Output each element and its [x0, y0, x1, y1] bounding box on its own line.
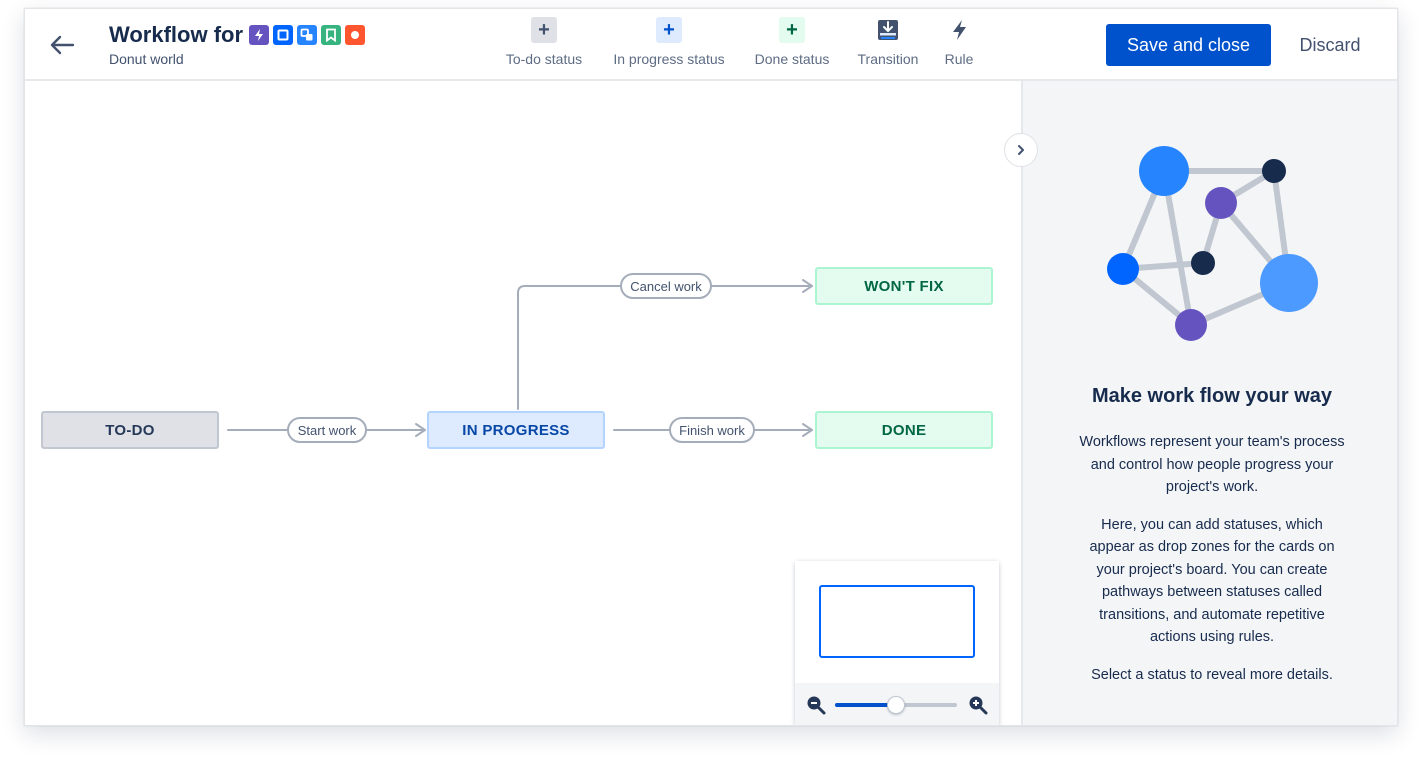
add-done-status-label: Done status: [754, 51, 830, 67]
discard-button[interactable]: Discard: [1287, 24, 1373, 66]
transition-cancel-work[interactable]: Cancel work: [620, 273, 712, 299]
back-button[interactable]: [47, 31, 77, 59]
header: Workflow for Donut world: [25, 9, 1397, 81]
zoom-slider[interactable]: [835, 696, 957, 714]
plus-icon: +: [531, 17, 557, 43]
info-panel: Make work flow your way Workflows repres…: [1021, 81, 1397, 725]
workflow-canvas[interactable]: Start work Cancel work Finish work TO-DO…: [25, 81, 1021, 725]
zoom-out-button[interactable]: [805, 694, 827, 716]
add-done-status-button[interactable]: + Done status: [751, 17, 833, 67]
panel-description: Workflows represent your team's process …: [1077, 431, 1347, 701]
add-todo-status-label: To-do status: [505, 51, 583, 67]
zoom-slider-fill: [835, 703, 896, 707]
zoom-out-icon: [807, 696, 826, 715]
edge-cancel-work: [517, 285, 813, 410]
project-name: Donut world: [109, 51, 184, 67]
transition-finish-work[interactable]: Finish work: [669, 417, 755, 443]
zoom-slider-handle[interactable]: [887, 696, 905, 714]
network-illustration: [1107, 146, 1318, 341]
add-transition-button[interactable]: Transition: [853, 17, 923, 67]
page-title: Workflow for: [109, 22, 369, 48]
minimap: [795, 561, 999, 725]
story-icon: [273, 25, 294, 45]
bookmark-icon: [321, 25, 342, 45]
subtask-icon: [297, 25, 318, 45]
panel-paragraph: Select a status to reveal more details.: [1091, 666, 1333, 683]
arrow-left-icon: [50, 35, 75, 55]
add-rule-label: Rule: [944, 51, 974, 67]
bug-icon: [345, 25, 366, 45]
status-in-progress[interactable]: IN PROGRESS: [427, 411, 605, 449]
save-and-close-button[interactable]: Save and close: [1106, 24, 1271, 66]
zoom-controls: [795, 683, 999, 725]
workflow-editor-window: Workflow for Donut world: [24, 8, 1398, 726]
transition-icon: [875, 17, 901, 43]
add-transition-label: Transition: [857, 51, 919, 67]
minimap-viewport[interactable]: [819, 585, 975, 658]
panel-paragraph: Workflows represent your team's process …: [1079, 434, 1345, 495]
minimap-area[interactable]: [795, 561, 999, 683]
status-wont-fix[interactable]: WON'T FIX: [815, 267, 993, 305]
add-inprogress-status-button[interactable]: + In progress status: [607, 17, 731, 67]
collapse-panel-button[interactable]: [1004, 133, 1038, 167]
panel-title: Make work flow your way: [1091, 385, 1333, 407]
transition-start-work[interactable]: Start work: [287, 417, 367, 443]
plus-icon: +: [656, 17, 682, 43]
title-block: Workflow for Donut world: [109, 22, 369, 67]
epic-icon: [249, 25, 270, 45]
add-todo-status-button[interactable]: + To-do status: [501, 17, 587, 67]
add-inprogress-status-label: In progress status: [613, 51, 725, 67]
page-title-text: Workflow for: [109, 22, 244, 47]
panel-paragraph: Here, you can add statuses, which appear…: [1089, 516, 1335, 646]
add-rule-button[interactable]: Rule: [939, 17, 979, 67]
zoom-in-button[interactable]: [967, 694, 989, 716]
chevron-right-icon: [1018, 145, 1024, 155]
status-done[interactable]: DONE: [815, 411, 993, 449]
zoom-in-icon: [969, 696, 988, 715]
plus-icon: +: [779, 17, 805, 43]
lightning-icon: [946, 17, 972, 43]
status-todo[interactable]: TO-DO: [41, 411, 219, 449]
